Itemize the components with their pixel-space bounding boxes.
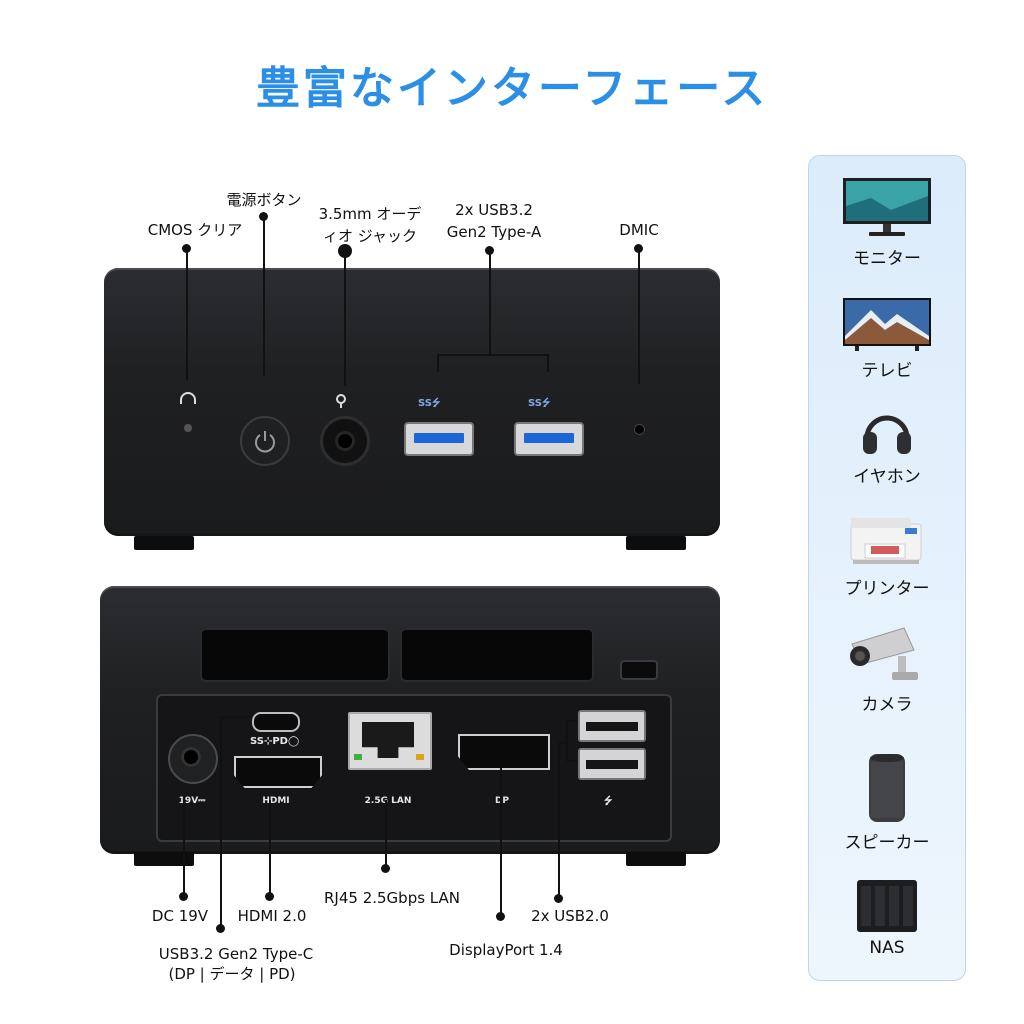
sidebar-item-speaker: スピーカー [809,752,965,853]
hdmi-port-label: HDMI [262,796,290,806]
kensington-lock-slot[interactable] [620,660,658,680]
usb3-symbol-left: SS⭍ [418,398,441,409]
front-foot-right [626,536,686,550]
callout-line-usbc-horiz [220,716,250,718]
cmos-clear-hole[interactable] [184,424,192,432]
label-power-button: 電源ボタン [226,191,302,209]
callout-line-dmic [638,248,640,384]
callout-line-hdmi [269,800,271,894]
camera-icon [850,627,918,680]
sidebar-label-monitor: モニター [853,249,921,269]
callout-line-usb3-vert [489,250,491,354]
nas-icon [857,880,917,932]
sidebar-label-nas: NAS [869,938,905,958]
callout-line-usbc-vert [220,716,222,926]
sidebar-label-speaker: スピーカー [844,833,930,853]
label-hdmi: HDMI 2.0 [237,907,307,925]
sidebar-label-camera: カメラ [861,695,913,715]
callout-dot-usbc [216,924,225,933]
callout-dot-dc [179,892,188,901]
front-chassis [104,268,720,536]
callout-line-usb2-top [566,720,578,722]
callout-line-usb2-down [558,742,560,898]
label-usb3-line1: 2x USB3.2 [455,201,533,219]
callout-line-audio [344,256,346,386]
callout-line-usb2-join [558,742,568,744]
tv-icon [843,298,931,351]
cmos-icon [180,392,196,404]
callout-line-cmos [186,248,188,380]
sidebar-label-headphones: イヤホン [853,467,921,487]
sidebar-item-headphones: イヤホン [809,404,965,487]
callout-line-usb2-bottom [566,760,578,762]
usb2-port-1[interactable] [578,710,646,742]
front-foot-left [134,536,194,550]
vent-left [200,628,390,682]
displayport-port[interactable] [458,734,550,770]
usbc-port[interactable] [252,712,300,732]
callout-dot-audio [338,244,352,258]
label-dc-19v: DC 19V [151,907,209,925]
callout-line-usb3-left [437,354,439,372]
callout-line-lan [385,800,387,866]
power-icon [255,431,275,453]
audio-jack[interactable] [320,416,370,466]
callout-line-usb3-right [547,354,549,372]
label-usb2: 2x USB2.0 [531,907,609,925]
usb2-port-2[interactable] [578,748,646,780]
usb3-symbol-right: SS⭍ [528,398,551,409]
speaker-icon [869,754,905,822]
label-audio-line2: ィオ ジャック [322,227,418,245]
rear-foot-left [134,852,194,866]
rear-foot-right [626,852,686,866]
callout-dot-dp [496,912,505,921]
headphones-icon [863,415,911,454]
label-cmos-clear: CMOS クリア [147,221,243,239]
label-lan: RJ45 2.5Gbps LAN [324,889,460,907]
displayport-port-label: DP [494,796,510,806]
label-usbc-line1: USB3.2 Gen2 Type-C [158,945,314,963]
usbc-symbol: SS⊹PD◯ [250,736,300,747]
vent-right [400,628,594,682]
power-button[interactable] [240,416,290,466]
label-audio-line1: 3.5mm オーデ [318,205,422,223]
dc-port-label: 19V⎓ [178,796,206,806]
lan-port-label: 2.5G LAN [364,796,412,806]
callout-dot-hdmi [265,892,274,901]
usb3-port-front-1[interactable] [404,422,474,456]
label-usbc-line2: (DP | データ | PD) [168,965,296,983]
callout-line-power [263,216,265,376]
sidebar-item-monitor: モニター [809,176,965,269]
label-dmic: DMIC [619,221,659,239]
device-sidebar: モニター テレビ イヤホン プリンター [808,155,966,981]
callout-dot-lan [381,864,390,873]
callout-line-usb3-horiz [437,354,549,356]
callout-dot-usb2 [554,894,563,903]
label-usb3-line2: Gen2 Type-A [446,223,542,241]
sidebar-item-printer: プリンター [809,514,965,599]
printer-icon [850,518,922,564]
usb3-port-front-2[interactable] [514,422,584,456]
dc-jack[interactable] [168,734,218,784]
sidebar-label-tv: テレビ [861,361,913,381]
callout-line-dc [183,800,185,896]
monitor-icon [843,178,931,236]
page-title: 豊富なインターフェース [255,63,769,114]
usb2-symbol: ⭍ [604,796,613,807]
sidebar-item-nas: NAS [809,878,965,958]
headset-mic-icon [336,394,346,408]
sidebar-item-camera: カメラ [809,622,965,715]
hdmi-port[interactable] [234,756,322,788]
callout-line-usb2-vert [566,720,568,762]
sidebar-item-tv: テレビ [809,296,965,381]
callout-line-dp [500,768,502,914]
dmic-hole [634,424,645,435]
label-displayport: DisplayPort 1.4 [449,941,563,959]
lan-port[interactable] [348,712,432,770]
sidebar-label-printer: プリンター [844,579,930,599]
